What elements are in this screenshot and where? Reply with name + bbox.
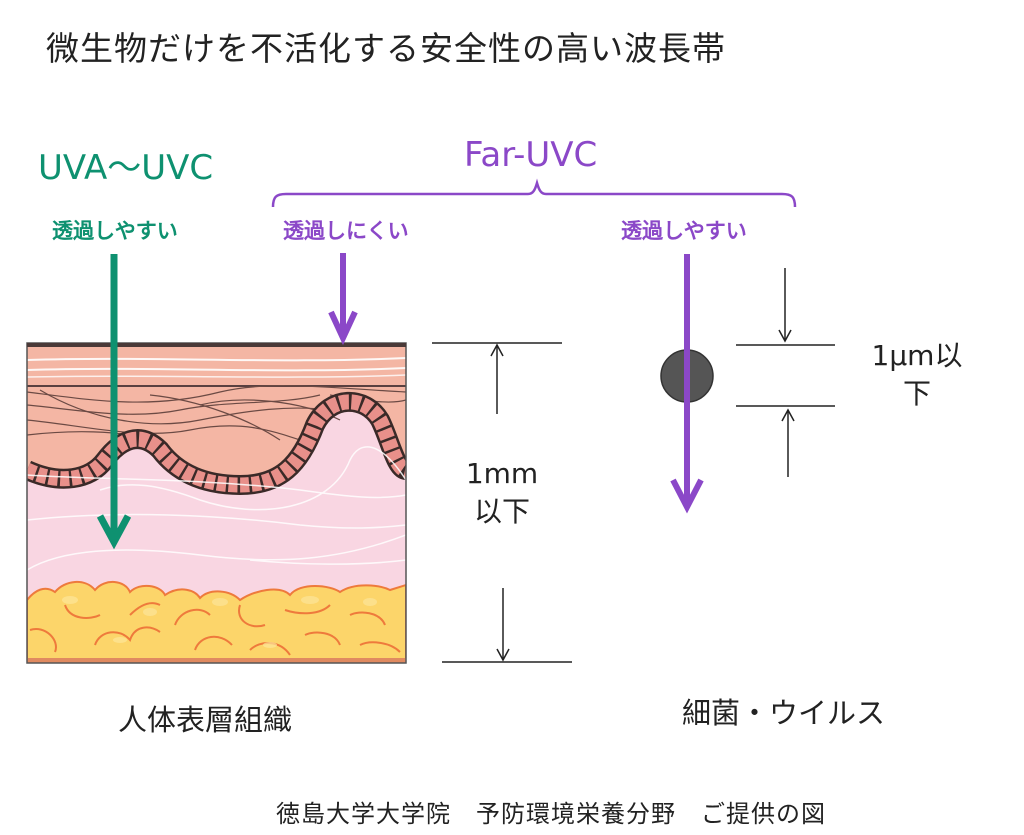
uva-uvc-label: UVA～UVC <box>38 148 214 188</box>
fat-cell-outlines <box>29 602 401 656</box>
far-uvc-microbe-penetration-label: 透過しやすい <box>621 219 747 243</box>
far-uvc-microbe-arrow <box>670 254 704 514</box>
skin-depth-label: 1mm 以下 <box>462 455 542 531</box>
uva-uvc-arrow <box>96 254 132 550</box>
far-uvc-label: Far-UVC <box>464 135 598 175</box>
far-uvc-brace <box>271 178 797 208</box>
fat-layer <box>27 581 406 663</box>
image-credit: 徳島大学大学院 予防環境栄養分野 ご提供の図 <box>276 800 826 828</box>
skin-caption: 人体表層組織 <box>118 703 293 737</box>
skin-cross-section <box>27 343 406 663</box>
stratum-layer <box>27 343 406 485</box>
far-uvc-skin-penetration-label: 透過しにくい <box>283 219 409 243</box>
microbe-size-dimension <box>736 268 835 477</box>
microbe-size-label: 1µm以 下 <box>862 337 972 413</box>
skin-depth-dimension <box>432 342 572 663</box>
diagram-title: 微生物だけを不活化する安全性の高い波長帯 <box>46 29 726 68</box>
far-uvc-skin-arrow <box>328 253 358 346</box>
microbe-caption: 細菌・ウイルス <box>682 696 886 730</box>
skin-depth-qualifier: 以下 <box>473 495 530 528</box>
skin-depth-value: 1mm <box>465 457 539 490</box>
microbe-size-value: 1µm以 <box>871 339 963 372</box>
microbe-size-qualifier: 下 <box>902 377 931 410</box>
uva-uvc-penetration-label: 透過しやすい <box>52 219 178 243</box>
